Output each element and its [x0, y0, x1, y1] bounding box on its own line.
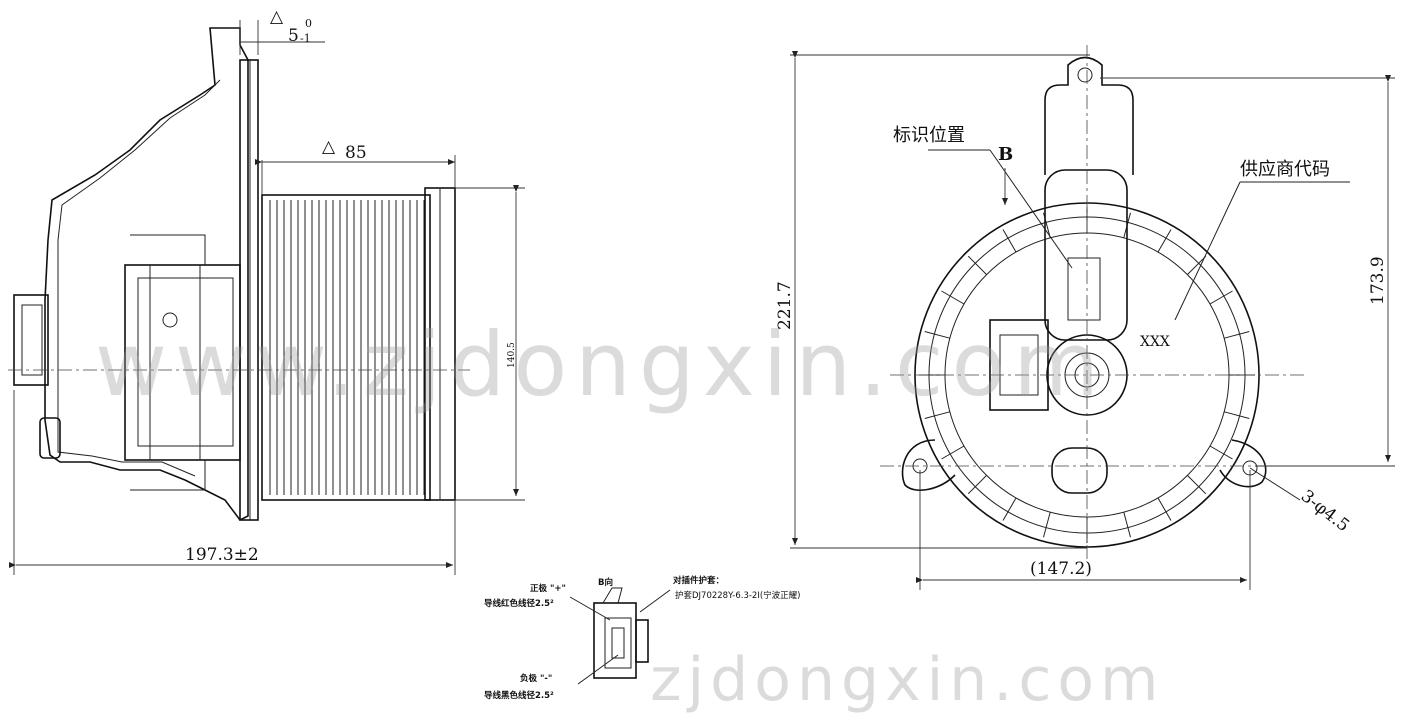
tol-bottom: -1: [300, 32, 311, 45]
label-supplier-code: 供应商代码: [1240, 159, 1330, 180]
flange-rib: [1187, 475, 1207, 495]
flange-rib: [941, 290, 965, 305]
watermark-bottom: zjdongxin.com: [650, 645, 1165, 714]
screw: [162, 312, 178, 328]
flange-rib: [1224, 411, 1250, 419]
delta-mark: △: [270, 7, 284, 27]
b-direction: B向: [598, 577, 613, 588]
watermark-center: www.zjdongxin.com: [95, 313, 1107, 416]
mating-sheath: 对插件护套：: [673, 575, 724, 586]
top-mounting-arm: [1044, 56, 1134, 175]
flange-rib: [967, 475, 987, 495]
dim-total-height: 221.7: [775, 281, 795, 330]
dim-length: 197.3±2: [185, 545, 259, 565]
label-code-placeholder: XXX: [1140, 334, 1170, 350]
motor-housing-outline: [44, 27, 249, 522]
flange-rib: [1002, 497, 1017, 521]
mounting-ear-right: [1219, 439, 1267, 488]
dim-wheel: 85: [345, 143, 367, 163]
mounting-ear-left: [901, 439, 956, 491]
tol-top: 0: [305, 17, 312, 30]
id-label-area: [1067, 257, 1101, 321]
flange-rib: [924, 331, 950, 339]
dim-flange: 5: [288, 26, 299, 46]
flange-rib: [941, 445, 965, 460]
fan-wheel: [261, 194, 431, 501]
label-view-b: B: [998, 144, 1013, 165]
side-view: △ 5 0 -1 △ 85 140.5 197.3±2: [8, 7, 525, 575]
rear-connector: [13, 294, 49, 386]
negative-wire: 导线黑色线径2.5²: [484, 690, 554, 701]
motor-carrier: [1044, 169, 1128, 341]
flange-rib: [1209, 290, 1233, 305]
flange-rib: [1157, 497, 1172, 521]
dim-height: 140.5: [507, 342, 517, 368]
front-view: 标识位置 B 供应商代码 XXX 221.7 173.9 (147.2) 3-φ…: [775, 45, 1395, 590]
flange-rib: [1157, 229, 1172, 253]
positive-wire: 导线红色线径2.5²: [484, 598, 554, 609]
flange-rib: [1187, 255, 1207, 275]
delta-mark: △: [322, 137, 336, 157]
flange-rib: [1209, 445, 1233, 460]
flange-rib: [924, 411, 950, 419]
flange-rib: [1043, 512, 1051, 538]
flange-rib: [1002, 229, 1017, 253]
dim-width: (147.2): [1030, 559, 1092, 579]
flange-rib: [1224, 331, 1250, 339]
negative-pole: 负极 "-": [520, 673, 552, 684]
positive-pole: 正极 "+": [530, 583, 566, 594]
sheath-part: 护套DJ70228Y-6.3-2I(宁波正耀): [675, 590, 800, 601]
flange-rib: [967, 255, 987, 275]
mounting-flange: [239, 59, 259, 521]
fan-blades: [269, 200, 425, 495]
label-id-position: 标识位置: [893, 125, 965, 146]
flange-rib: [1123, 512, 1131, 538]
dim-hole-height: 173.9: [1368, 256, 1388, 305]
dim-holes: 3-φ4.5: [1297, 486, 1353, 536]
connector-detail: 正极 "+" 导线红色线径2.5² B向 对插件护套： 护套DJ70228Y-6…: [484, 575, 800, 701]
